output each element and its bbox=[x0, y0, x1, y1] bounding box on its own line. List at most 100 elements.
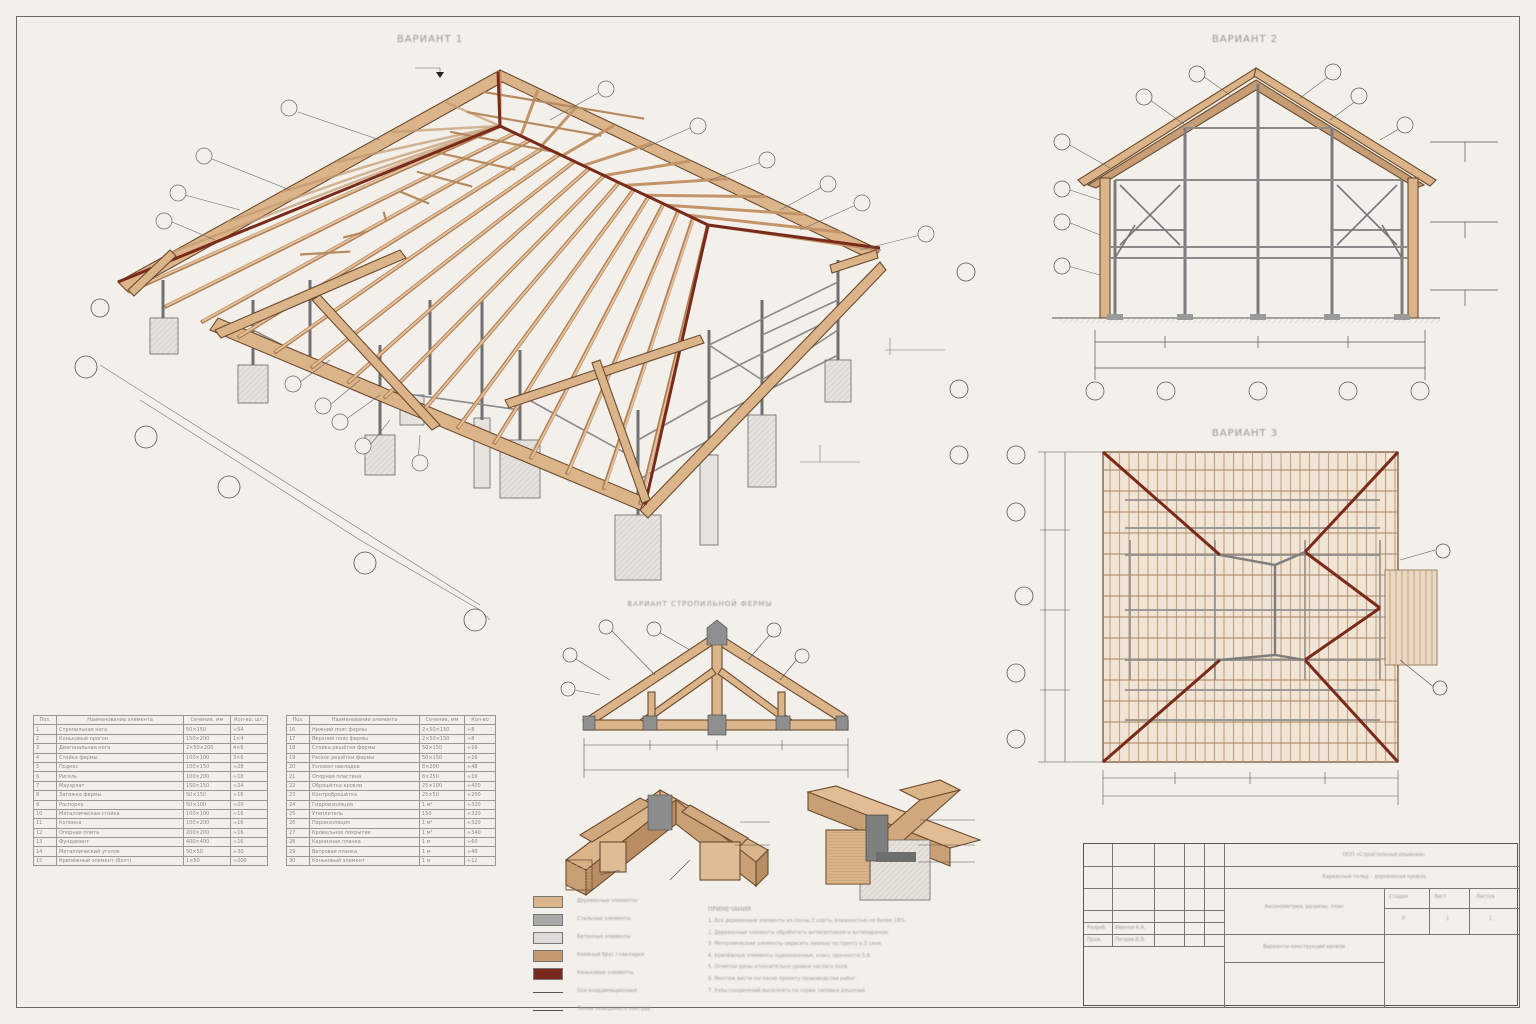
table-cell: 100×150 bbox=[183, 761, 231, 773]
table-cell: 100×100 bbox=[183, 808, 231, 820]
spec-left-header: Поз. Наименование элемента Сечение, мм К… bbox=[33, 714, 268, 726]
iso-hip-rafters bbox=[117, 71, 881, 506]
stamp-col-sheets: Листов bbox=[1476, 894, 1495, 900]
iso-gable-braces bbox=[127, 249, 879, 504]
section-wall-left bbox=[1099, 177, 1111, 319]
batten bbox=[342, 230, 368, 239]
table-cell: Колонна bbox=[56, 818, 184, 829]
legend-swatch bbox=[533, 914, 563, 926]
table-cell: 25 bbox=[286, 808, 310, 820]
table-cell: ≈320 bbox=[464, 808, 496, 820]
iso-callout-bubbles bbox=[155, 80, 935, 472]
table-cell: ≈16 bbox=[230, 827, 268, 839]
rafter-highlight bbox=[457, 188, 636, 429]
rafter-back bbox=[561, 124, 615, 157]
table-cell: ≈320 bbox=[464, 818, 496, 829]
spec-right-h0: Поз. bbox=[286, 714, 310, 726]
title-variant-3: ВАРИАНТ 3 bbox=[1211, 428, 1279, 439]
table-cell: 2 bbox=[33, 733, 57, 745]
table-cell: Мауэрлат bbox=[56, 780, 184, 792]
table-cell: 8 bbox=[33, 790, 57, 801]
table-cell: ≈54 bbox=[230, 724, 268, 735]
rafter-back bbox=[687, 213, 843, 234]
table-cell: Узловая накладка bbox=[309, 761, 420, 773]
truss-bubbles bbox=[560, 619, 810, 697]
legend-label: Оси координационные bbox=[577, 988, 638, 994]
legend-item: Коньковые элементы bbox=[533, 968, 693, 982]
rafter-highlight bbox=[420, 180, 621, 414]
rafter-highlight bbox=[165, 131, 517, 308]
table-cell: ≈40 bbox=[464, 846, 496, 857]
batten bbox=[416, 170, 473, 188]
title-variant-2: ВАРИАНТ 2 bbox=[1211, 34, 1279, 45]
note-item: 4. Крепёжные элементы оцинкованные, клас… bbox=[708, 952, 872, 959]
batten bbox=[300, 250, 351, 256]
table-cell: 15 bbox=[33, 855, 57, 867]
section-x-bracing bbox=[1114, 184, 1403, 259]
spec-left-h1: Наименование элемента bbox=[56, 714, 184, 726]
section-level-marks bbox=[1094, 141, 1498, 380]
table-cell: 9 bbox=[33, 799, 57, 810]
table-cell: 7 bbox=[33, 780, 57, 792]
table-cell: ≈16 bbox=[464, 752, 496, 763]
spec-right-header: Поз. Наименование элемента Сечение, мм К… bbox=[286, 714, 496, 726]
note-item: 6. Монтаж вести согласно проекту произво… bbox=[708, 975, 858, 982]
table-cell: ≈200 bbox=[464, 790, 496, 801]
table-cell: 100×200 bbox=[183, 771, 231, 782]
rafter-highlight bbox=[274, 152, 562, 353]
section-wall-right bbox=[1407, 177, 1419, 319]
legend-label: Коньковые элементы bbox=[577, 970, 634, 976]
plan-extension-rafters bbox=[1389, 570, 1433, 665]
table-cell: 100×100 bbox=[183, 752, 231, 763]
batten bbox=[399, 190, 430, 205]
table-cell: 26 bbox=[286, 818, 310, 829]
legend-swatch bbox=[533, 968, 563, 980]
table-cell: 4×6 bbox=[230, 743, 268, 754]
table-cell: 50×150 bbox=[419, 743, 465, 754]
note-item: 3. Металлические элементы окрасить эмаль… bbox=[708, 941, 883, 948]
table-cell: ≈16 bbox=[230, 808, 268, 820]
table-cell: ≈340 bbox=[464, 827, 496, 839]
table-cell: 17 bbox=[286, 733, 310, 745]
rafter-highlight bbox=[201, 138, 532, 323]
table-cell: 30 bbox=[286, 855, 310, 867]
title-block: ООО «Строительные решения» Каркасный скл… bbox=[1083, 843, 1519, 1007]
rafter-back bbox=[582, 141, 653, 168]
table-cell: Затяжка фермы bbox=[56, 790, 184, 801]
note-item: 1. Все деревянные элементы из сосны 2 со… bbox=[708, 918, 907, 924]
table-cell: 150 bbox=[419, 808, 465, 820]
table-cell: Металлическая стойка bbox=[56, 808, 184, 820]
legend-swatch bbox=[533, 1010, 563, 1011]
notes: ПРИМЕЧАНИЯ 1. Все деревянные элементы из… bbox=[708, 906, 1008, 994]
legend-item: Деревянные элементы bbox=[533, 896, 693, 910]
table-cell: Крепёжный элемент (болт) bbox=[56, 855, 184, 867]
stamp-row2-role: Пров. bbox=[1087, 937, 1102, 943]
table-cell: 14 bbox=[33, 846, 57, 857]
legend-swatch bbox=[533, 992, 563, 993]
legend-label: Линии невидимого контура bbox=[577, 1006, 651, 1012]
truss-gusset-plates bbox=[582, 619, 849, 736]
spec-left-h0: Поз. bbox=[33, 714, 57, 726]
spec-table-right: Поз. Наименование элемента Сечение, мм К… bbox=[286, 714, 496, 867]
iso-rafters-left bbox=[127, 124, 710, 506]
plan-dimensions bbox=[1038, 451, 1436, 805]
legend-item: Бетонные элементы bbox=[533, 932, 693, 946]
plan-view bbox=[1006, 445, 1451, 805]
truss-dimensions bbox=[573, 628, 849, 778]
rafter-highlight bbox=[384, 173, 606, 399]
table-cell: 29 bbox=[286, 846, 310, 857]
rafter-hip-end bbox=[281, 124, 501, 194]
stamp-col-sheet: Лист bbox=[1434, 894, 1447, 900]
table-cell: Диагональная нога bbox=[56, 743, 184, 754]
stamp-sheet-name: Варианты конструкций кровли bbox=[1263, 944, 1345, 950]
stamp-sheets: 1 bbox=[1489, 916, 1493, 922]
